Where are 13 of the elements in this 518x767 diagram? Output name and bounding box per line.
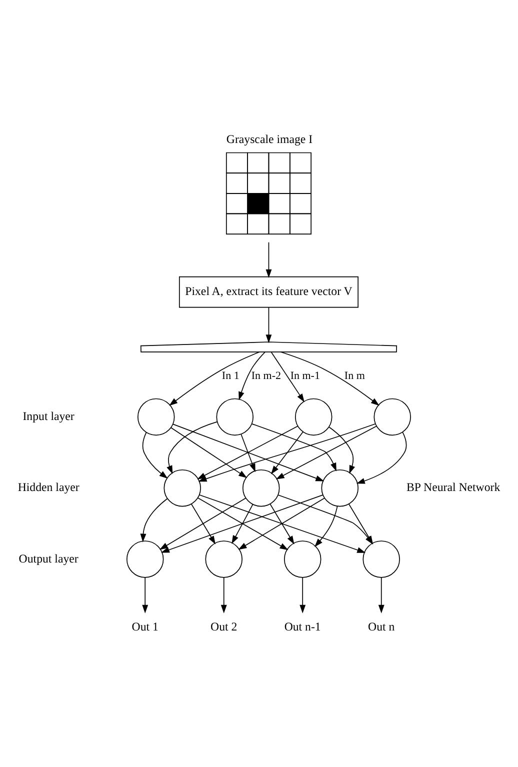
node-text: Out 1 bbox=[132, 620, 158, 634]
node-text: Out n-1 bbox=[284, 620, 321, 634]
edge-label: In m bbox=[344, 370, 365, 382]
node-text: Out n bbox=[368, 620, 395, 634]
node-text: Out 2 bbox=[210, 620, 238, 634]
edge-label: In m-2 bbox=[251, 370, 282, 382]
label: Hidden layer bbox=[18, 480, 80, 494]
label: Output layer bbox=[18, 551, 78, 566]
label: BP Neural Network bbox=[406, 480, 500, 494]
label: Input layer bbox=[22, 409, 74, 424]
edge-label: In m-1 bbox=[290, 370, 320, 382]
edge-label: In 1 bbox=[222, 370, 240, 382]
node-label: Grayscale image I bbox=[226, 132, 313, 146]
